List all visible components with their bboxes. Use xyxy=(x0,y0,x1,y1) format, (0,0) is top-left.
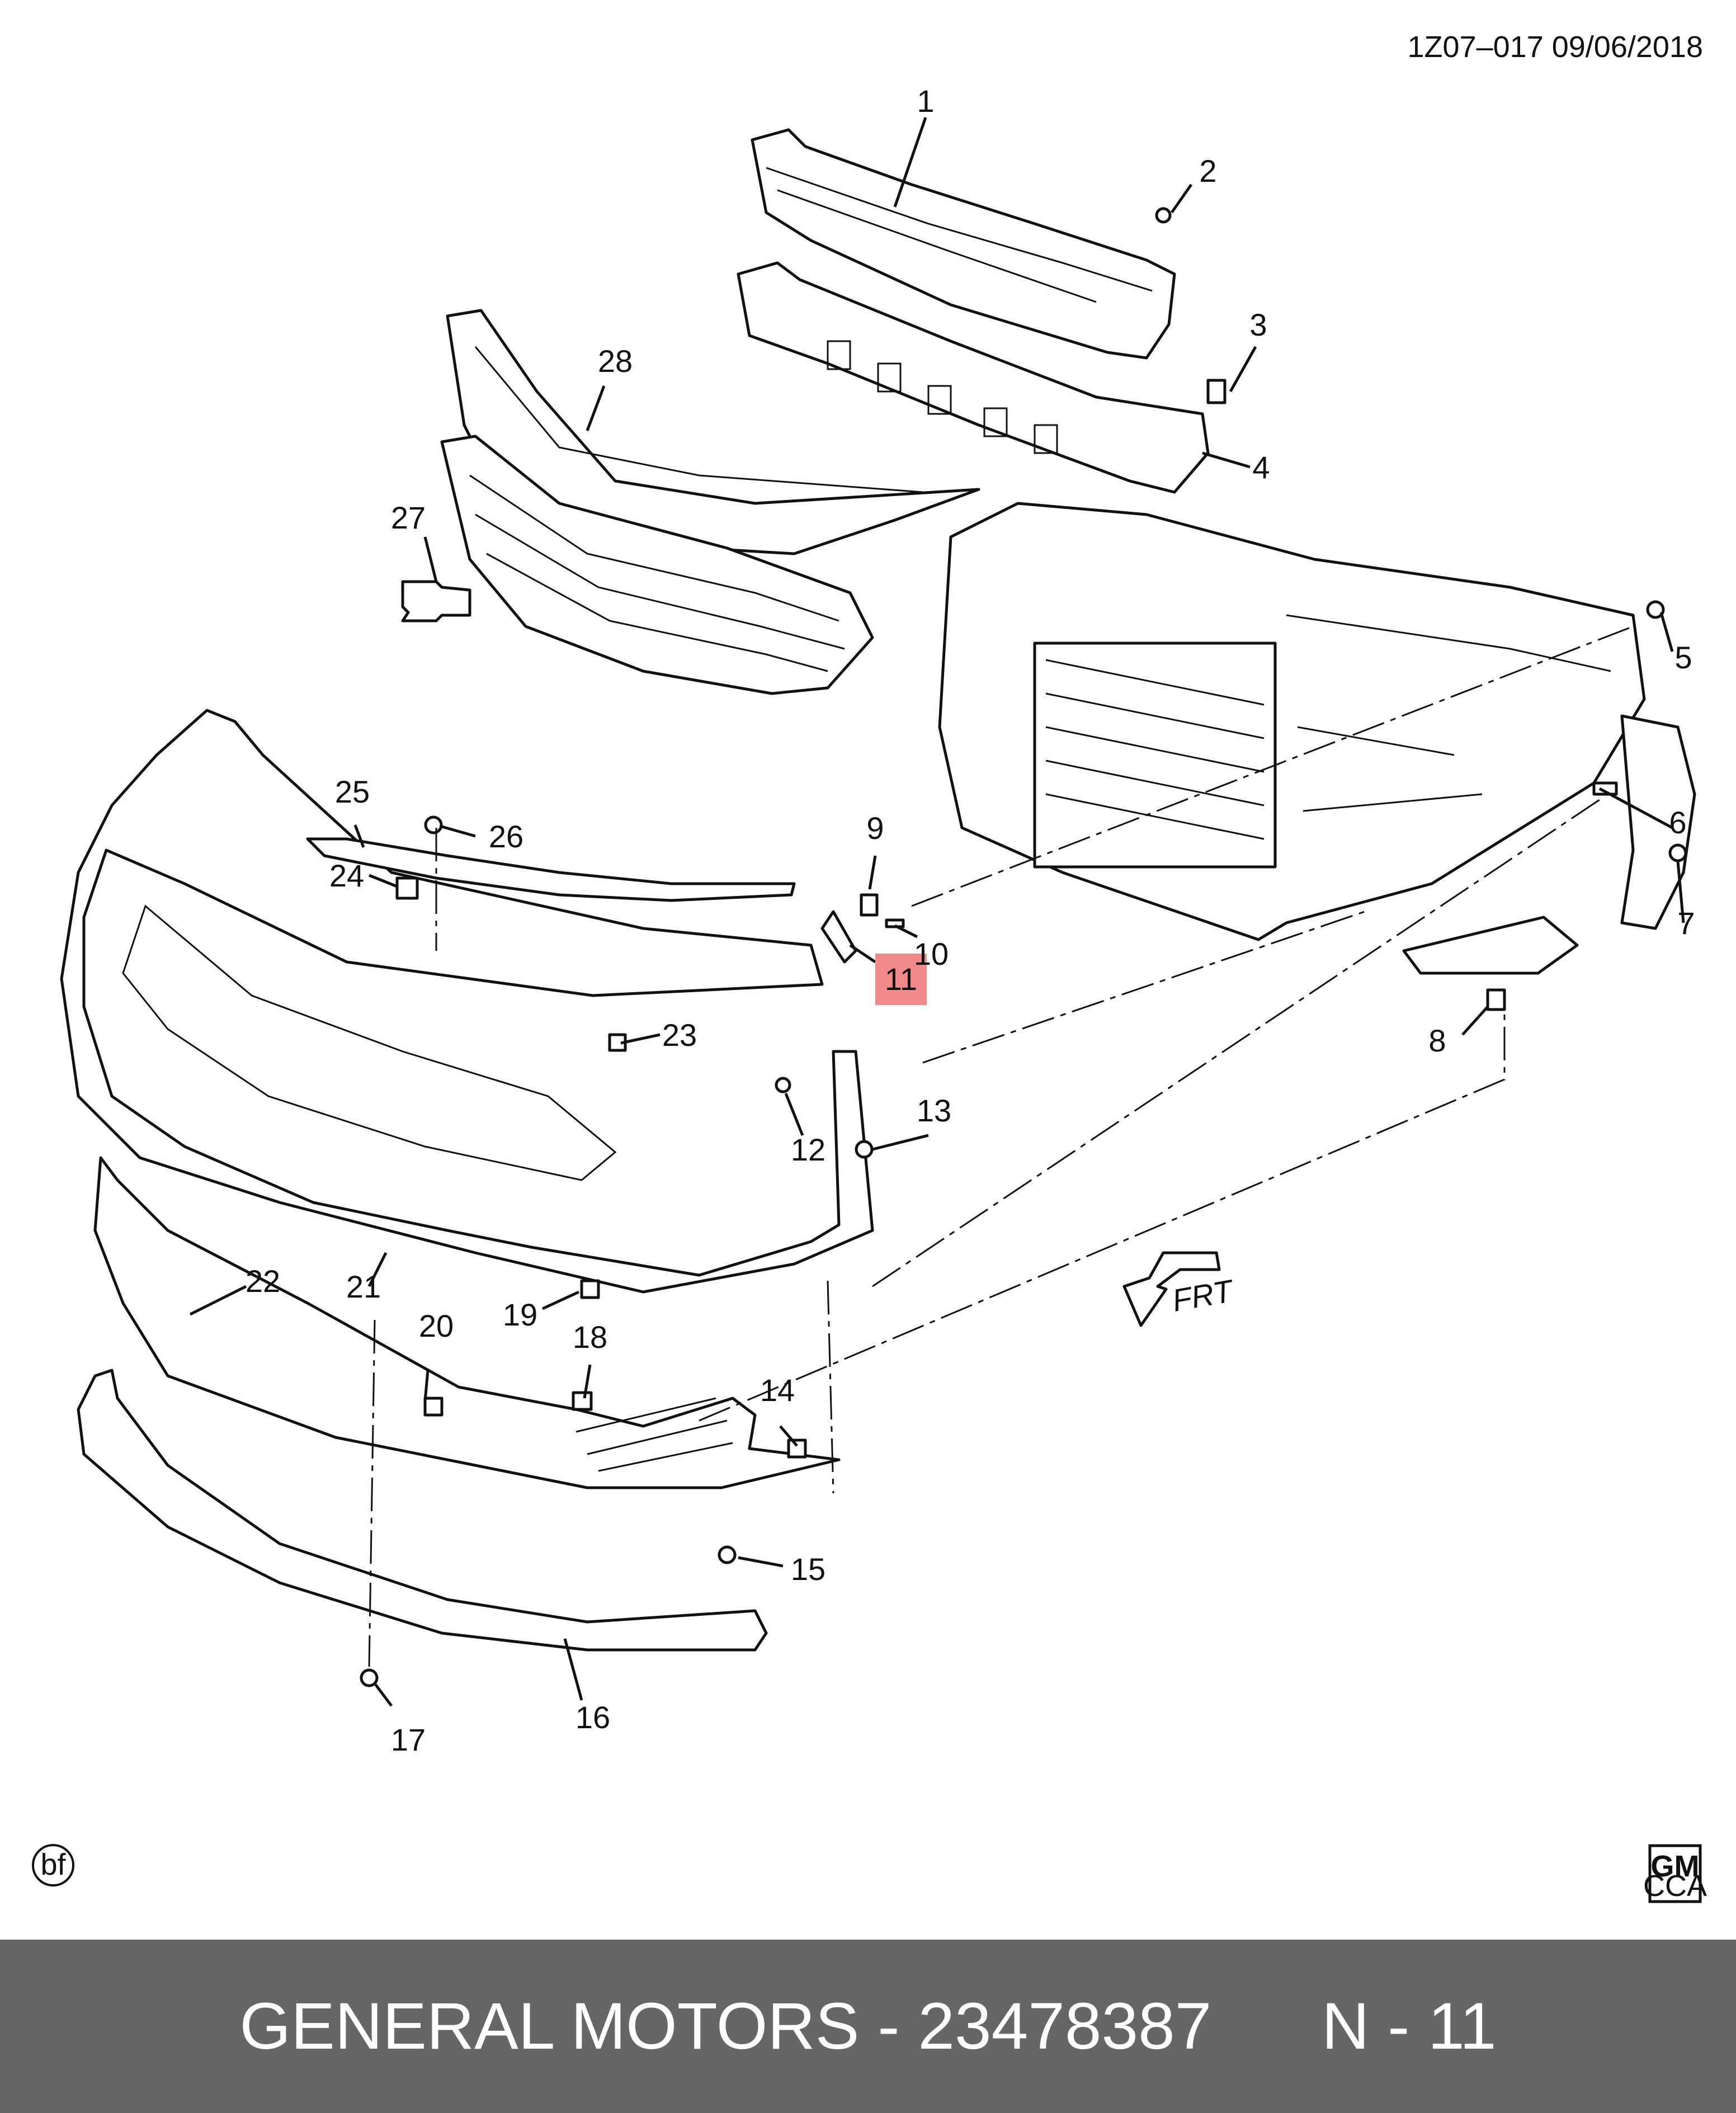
callout-24: 24 xyxy=(329,858,364,893)
callout-17: 17 xyxy=(391,1722,426,1757)
footer-part-number: 23478387 xyxy=(918,1989,1212,2063)
callout-3: 3 xyxy=(1249,307,1267,342)
gm-logo: GM CCA xyxy=(1643,1844,1707,1903)
fasteners xyxy=(360,207,1687,1687)
callout-11: 11 xyxy=(885,961,917,997)
callout-7: 7 xyxy=(1677,905,1695,941)
callout-27: 27 xyxy=(391,500,426,535)
body-radiator-support xyxy=(938,502,1696,941)
part-16-air-deflector xyxy=(77,1369,768,1652)
leader-lines xyxy=(189,117,1685,1707)
footer-bar: GENERAL MOTORS - 23478387 N - 11 xyxy=(0,1940,1736,2113)
part-27-emblem xyxy=(401,580,471,622)
callout-12: 12 xyxy=(791,1132,825,1167)
front-direction-arrow: FRT xyxy=(1122,1251,1237,1327)
callout-20: 20 xyxy=(419,1308,454,1343)
callout-16: 16 xyxy=(575,1700,610,1735)
callout-21: 21 xyxy=(346,1269,381,1304)
callout-18: 18 xyxy=(573,1319,607,1355)
callout-28: 28 xyxy=(598,343,633,379)
callout-10: 10 xyxy=(914,936,949,971)
callout-labels: 1 2 3 4 5 6 7 8 9 10 11 12 13 14 15 16 1… xyxy=(246,83,1695,1757)
footer-caption: GENERAL MOTORS - 23478387 N - 11 xyxy=(0,1940,1736,2113)
gm-logo-sub: CCA xyxy=(1643,1869,1707,1903)
footer-brand: GENERAL MOTORS xyxy=(239,1989,860,2063)
alignment-lines xyxy=(368,625,1634,1667)
bf-mark-text: bf xyxy=(40,1848,66,1881)
callout-26: 26 xyxy=(489,819,523,854)
callout-13: 13 xyxy=(917,1093,951,1128)
callout-5: 5 xyxy=(1674,640,1692,675)
part-22-lower-grille xyxy=(93,1156,841,1489)
diagram-reference: 1Z07–017 09/06/2018 xyxy=(1408,30,1703,64)
callout-9: 9 xyxy=(866,810,884,846)
callout-2: 2 xyxy=(1199,153,1216,188)
part-grille-assembly xyxy=(440,435,874,695)
footer-separator: - xyxy=(859,1989,918,2063)
footer-gap xyxy=(1211,1988,1322,2064)
part-4-impact-bar xyxy=(737,261,1210,494)
front-direction-label: FRT xyxy=(1169,1272,1237,1318)
callout-1: 1 xyxy=(917,83,934,119)
callout-23: 23 xyxy=(662,1017,697,1053)
callout-14: 14 xyxy=(760,1372,795,1408)
footer-page: N - 11 xyxy=(1322,1989,1497,2063)
callout-6: 6 xyxy=(1669,805,1686,840)
callout-8: 8 xyxy=(1428,1023,1446,1058)
callout-19: 19 xyxy=(503,1297,537,1332)
highlight-box xyxy=(875,954,927,1005)
bf-mark: bf xyxy=(32,1844,74,1886)
callout-4: 4 xyxy=(1252,450,1270,485)
parts-diagram: 1Z07–017 09/06/2018 xyxy=(32,30,1707,1903)
part-25-trim-strip xyxy=(306,837,796,902)
part-21-front-fascia xyxy=(60,709,874,1294)
gm-logo-text: GM xyxy=(1651,1850,1700,1883)
part-1-absorber xyxy=(751,128,1176,360)
callout-25: 25 xyxy=(335,774,370,809)
callout-22: 22 xyxy=(246,1263,280,1299)
callout-15: 15 xyxy=(791,1551,825,1587)
